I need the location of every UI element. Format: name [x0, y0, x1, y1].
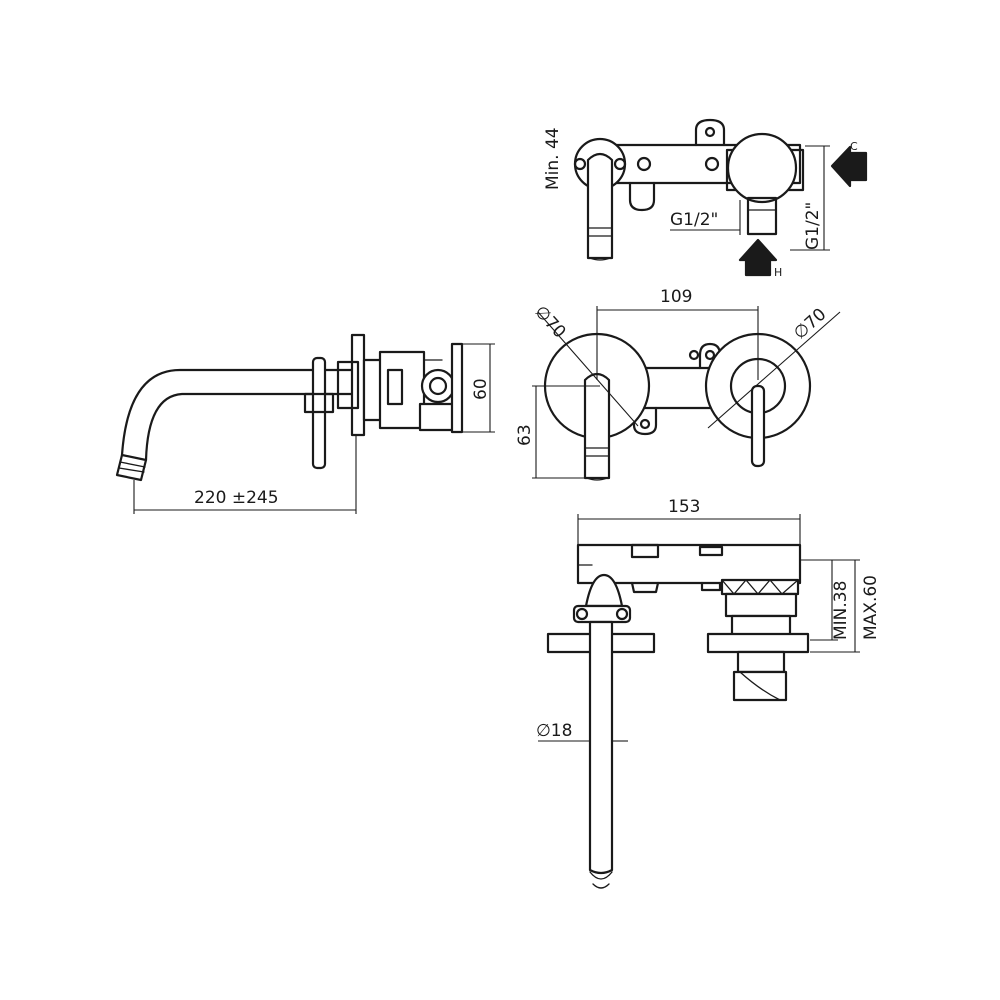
min-38-label: MIN.38 — [831, 581, 851, 640]
dim-63-label: 63 — [515, 424, 535, 446]
arrow-h-icon — [738, 238, 778, 277]
top-view-dimensions: Min. 44 G1/2" C G1/2" H — [543, 127, 868, 279]
side-view — [115, 333, 464, 482]
bottom-view-dimensions: 153 MIN.38 MAX.60 ∅18 — [536, 497, 881, 742]
dim-70-left-label: ∅70 — [530, 302, 569, 342]
side-view-dimensions: 60 220 ±245 — [133, 343, 495, 514]
arrow-h-label: H — [774, 266, 782, 279]
dim-153-label: 153 — [668, 497, 700, 517]
g12-side-label: G1/2" — [803, 202, 823, 250]
front-view — [543, 332, 812, 481]
min-44-label: Min. 44 — [543, 127, 563, 190]
g12-bottom-label: G1/2" — [670, 210, 718, 230]
dim-220-label: 220 ±245 — [194, 488, 279, 508]
arrow-c-icon — [830, 145, 868, 188]
dim-109-label: 109 — [660, 287, 692, 307]
arrow-c-label: C — [850, 140, 858, 153]
dim-18-label: ∅18 — [536, 721, 572, 741]
bottom-view — [546, 543, 810, 889]
dim-60-side-label: 60 — [471, 378, 491, 400]
top-view-body — [573, 118, 805, 261]
max-60-label: MAX.60 — [861, 575, 881, 640]
